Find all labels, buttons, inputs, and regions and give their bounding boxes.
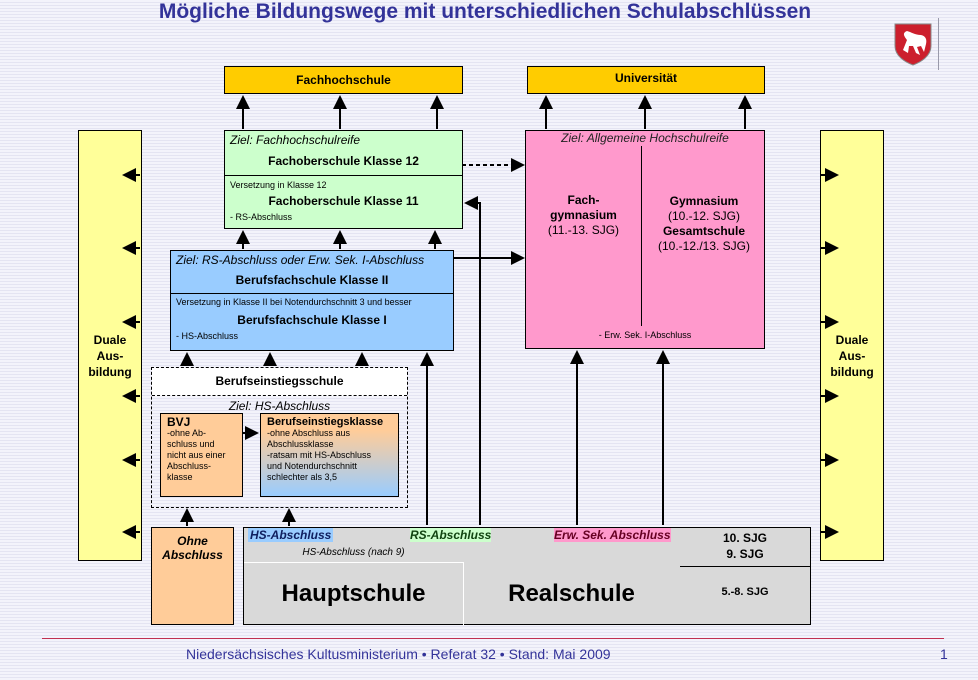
ohne-text: Abschluss bbox=[162, 548, 223, 562]
bek-line: schlechter als 3,5 bbox=[267, 472, 338, 482]
bfs-promotion: Versetzung in Klasse II bei Notendurchsc… bbox=[176, 297, 412, 307]
fachgymnasium-title: Fach- bbox=[567, 193, 600, 207]
footer-text: Niedersächsisches Kultusministerium • Re… bbox=[186, 646, 611, 662]
bfs-entry: - HS-Abschluss bbox=[176, 331, 239, 341]
page-number: 1 bbox=[940, 646, 948, 662]
gymnasium-years: (10.-12. SJG) bbox=[667, 209, 741, 223]
bfs-class2: Berufsfachschule Klasse II bbox=[235, 273, 389, 287]
coat-of-arms-logo bbox=[893, 22, 933, 66]
duale-text: bildung bbox=[830, 365, 874, 379]
bek-title: Berufseinstiegsklasse bbox=[267, 416, 384, 428]
hauptschule-label: Hauptschule bbox=[281, 580, 426, 607]
bes-goal: Ziel: HS-Abschluss bbox=[228, 399, 331, 413]
divider bbox=[171, 293, 453, 294]
page-title: Mögliche Bildungswege mit unterschiedlic… bbox=[158, 0, 812, 23]
sjg58-label: 5.-8. SJG bbox=[721, 586, 769, 598]
fos-class11: Fachoberschule Klasse 11 bbox=[268, 194, 419, 208]
bvj-title: BVJ bbox=[167, 415, 191, 429]
fos-promotion: Versetzung in Klasse 12 bbox=[230, 180, 327, 190]
fachhochschule-box: Fachhochschule bbox=[224, 66, 463, 94]
bek-line: -ratsam mit HS-Abschluss bbox=[267, 450, 372, 460]
bes-title: Berufseinstiegsschule bbox=[152, 368, 407, 396]
bvj-line: -ohne Ab- bbox=[167, 428, 207, 438]
sjg10-label: 10. SJG bbox=[722, 531, 768, 545]
berufsfachschule-box: Ziel: RS-Abschluss oder Erw. Sek. I-Absc… bbox=[170, 250, 454, 351]
footer-rule bbox=[42, 638, 944, 639]
divider bbox=[225, 175, 462, 176]
ohne-text: Ohne bbox=[177, 534, 208, 548]
bek-line: Abschlussklasse bbox=[267, 439, 334, 449]
gymnasium-title: Gymnasium bbox=[669, 194, 739, 208]
rs-abschluss-label: RS-Abschluss bbox=[410, 528, 492, 542]
bvj-line: klasse bbox=[167, 472, 193, 482]
universitaet-box: Universität bbox=[527, 66, 765, 94]
hs-abschluss-label: HS-Abschluss bbox=[248, 528, 334, 542]
realschule-label: Realschule bbox=[508, 580, 635, 607]
fachgymnasium-title: gymnasium bbox=[550, 208, 617, 222]
bvj-line: nicht aus einer bbox=[167, 450, 226, 460]
fos-goal: Ziel: Fachhochschulreife bbox=[230, 133, 361, 147]
fos-class12: Fachoberschule Klasse 12 bbox=[268, 154, 419, 168]
duale-text: bildung bbox=[88, 365, 132, 379]
fachoberschule-box: Ziel: Fachhochschulreife Fachoberschule … bbox=[224, 130, 463, 229]
arrow bbox=[464, 196, 481, 525]
bek-line: und Notendurchschnitt bbox=[267, 461, 358, 471]
gym-entry: - Erw. Sek. I-Abschluss bbox=[598, 330, 692, 340]
duale-text: Aus- bbox=[96, 349, 124, 363]
gesamtschule-years: (10.-12./13. SJG) bbox=[657, 239, 751, 253]
bvj-line: schluss und bbox=[167, 439, 215, 449]
sjg9-label: 9. SJG bbox=[726, 547, 764, 561]
bek-line: -ohne Abschluss aus bbox=[267, 428, 351, 438]
divider bbox=[641, 146, 642, 326]
berufseinstiegsschule-box: Berufseinstiegsschule Ziel: HS-Abschluss… bbox=[151, 367, 408, 508]
fachgymnasium-years: (11.-13. SJG) bbox=[547, 223, 620, 237]
divider bbox=[244, 562, 463, 563]
gesamtschule-title: Gesamtschule bbox=[662, 224, 746, 238]
bfs-goal: Ziel: RS-Abschluss oder Erw. Sek. I-Absc… bbox=[176, 253, 425, 267]
logo-divider bbox=[938, 18, 939, 70]
berufseinstiegsklasse-box: Berufseinstiegsklasse -ohne Abschluss au… bbox=[260, 413, 399, 497]
hs-nach9-label: HS-Abschluss (nach 9) bbox=[302, 547, 405, 558]
gym-goal: Ziel: Allgemeine Hochschulreife bbox=[561, 131, 729, 145]
gymnasium-box: Ziel: Allgemeine Hochschulreife Fach- gy… bbox=[525, 130, 765, 349]
bvj-line: Abschluss- bbox=[167, 461, 212, 471]
duale-text: Duale bbox=[93, 333, 127, 347]
base-schools-box: HS-Abschluss RS-Abschluss Erw. Sek. Absc… bbox=[243, 527, 811, 625]
duale-text: Duale bbox=[835, 333, 869, 347]
erw-abschluss-label: Erw. Sek. Abschluss bbox=[554, 528, 671, 542]
duale-text: Aus- bbox=[838, 349, 866, 363]
bfs-class1: Berufsfachschule Klasse I bbox=[237, 313, 387, 327]
fos-entry: - RS-Abschluss bbox=[230, 212, 293, 222]
divider bbox=[680, 566, 811, 567]
divider bbox=[463, 562, 464, 625]
